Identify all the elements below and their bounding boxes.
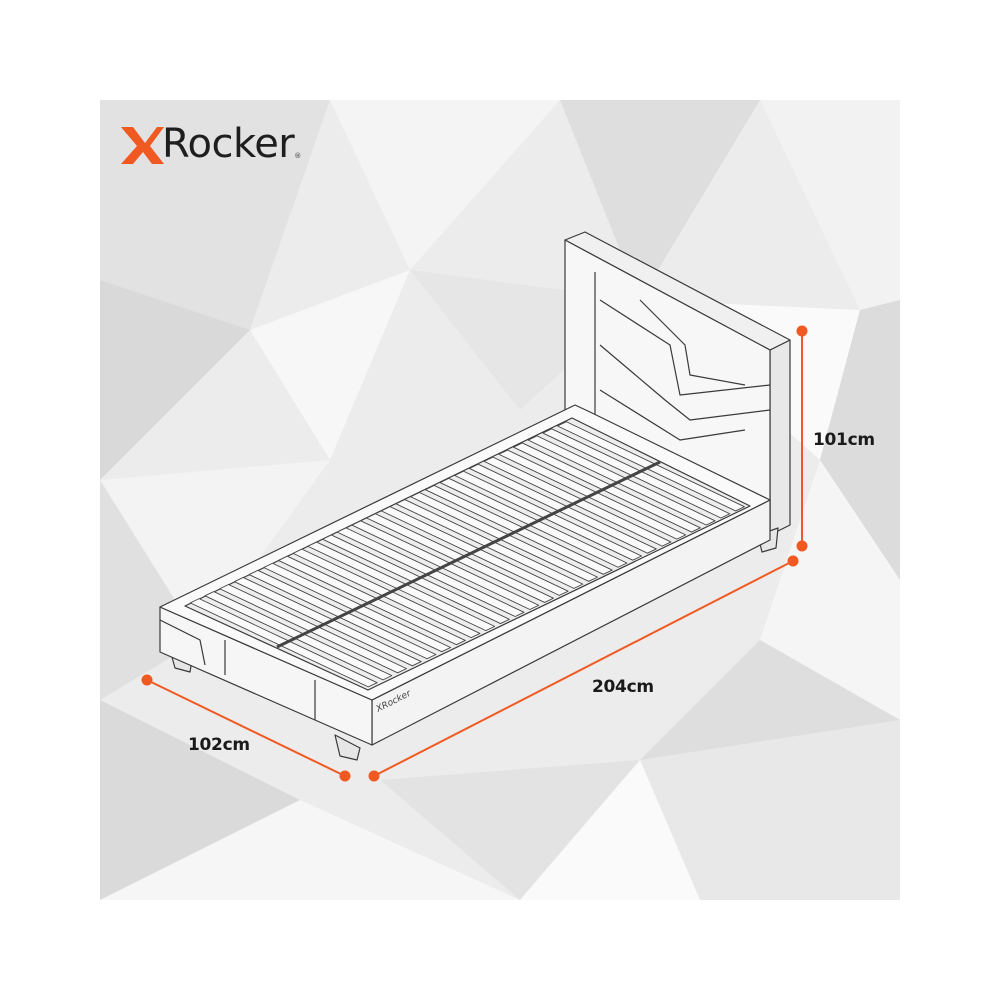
width-label: 102cm (188, 735, 250, 755)
width-dot-start (141, 674, 153, 686)
width-dot-end (339, 770, 351, 782)
brand-logo-text: Rocker (162, 121, 295, 167)
brand-logo: Rocker ® (162, 124, 301, 164)
x-mark (121, 127, 164, 164)
height-label: 101cm (813, 430, 875, 450)
height-dot-top (796, 325, 808, 337)
height-dot-bottom (796, 540, 808, 552)
dimension-lines (141, 325, 808, 782)
bed-line-drawing (159, 231, 791, 761)
slats (189, 421, 745, 688)
length-line (373, 560, 794, 777)
width-line (146, 679, 346, 777)
registered-mark: ® (294, 152, 302, 160)
length-label: 204cm (592, 677, 654, 697)
leg (334, 734, 361, 761)
length-dot-end (787, 555, 799, 567)
headboard-side (769, 339, 791, 536)
center-support-beam (276, 460, 661, 649)
length-dot-start (368, 770, 380, 782)
